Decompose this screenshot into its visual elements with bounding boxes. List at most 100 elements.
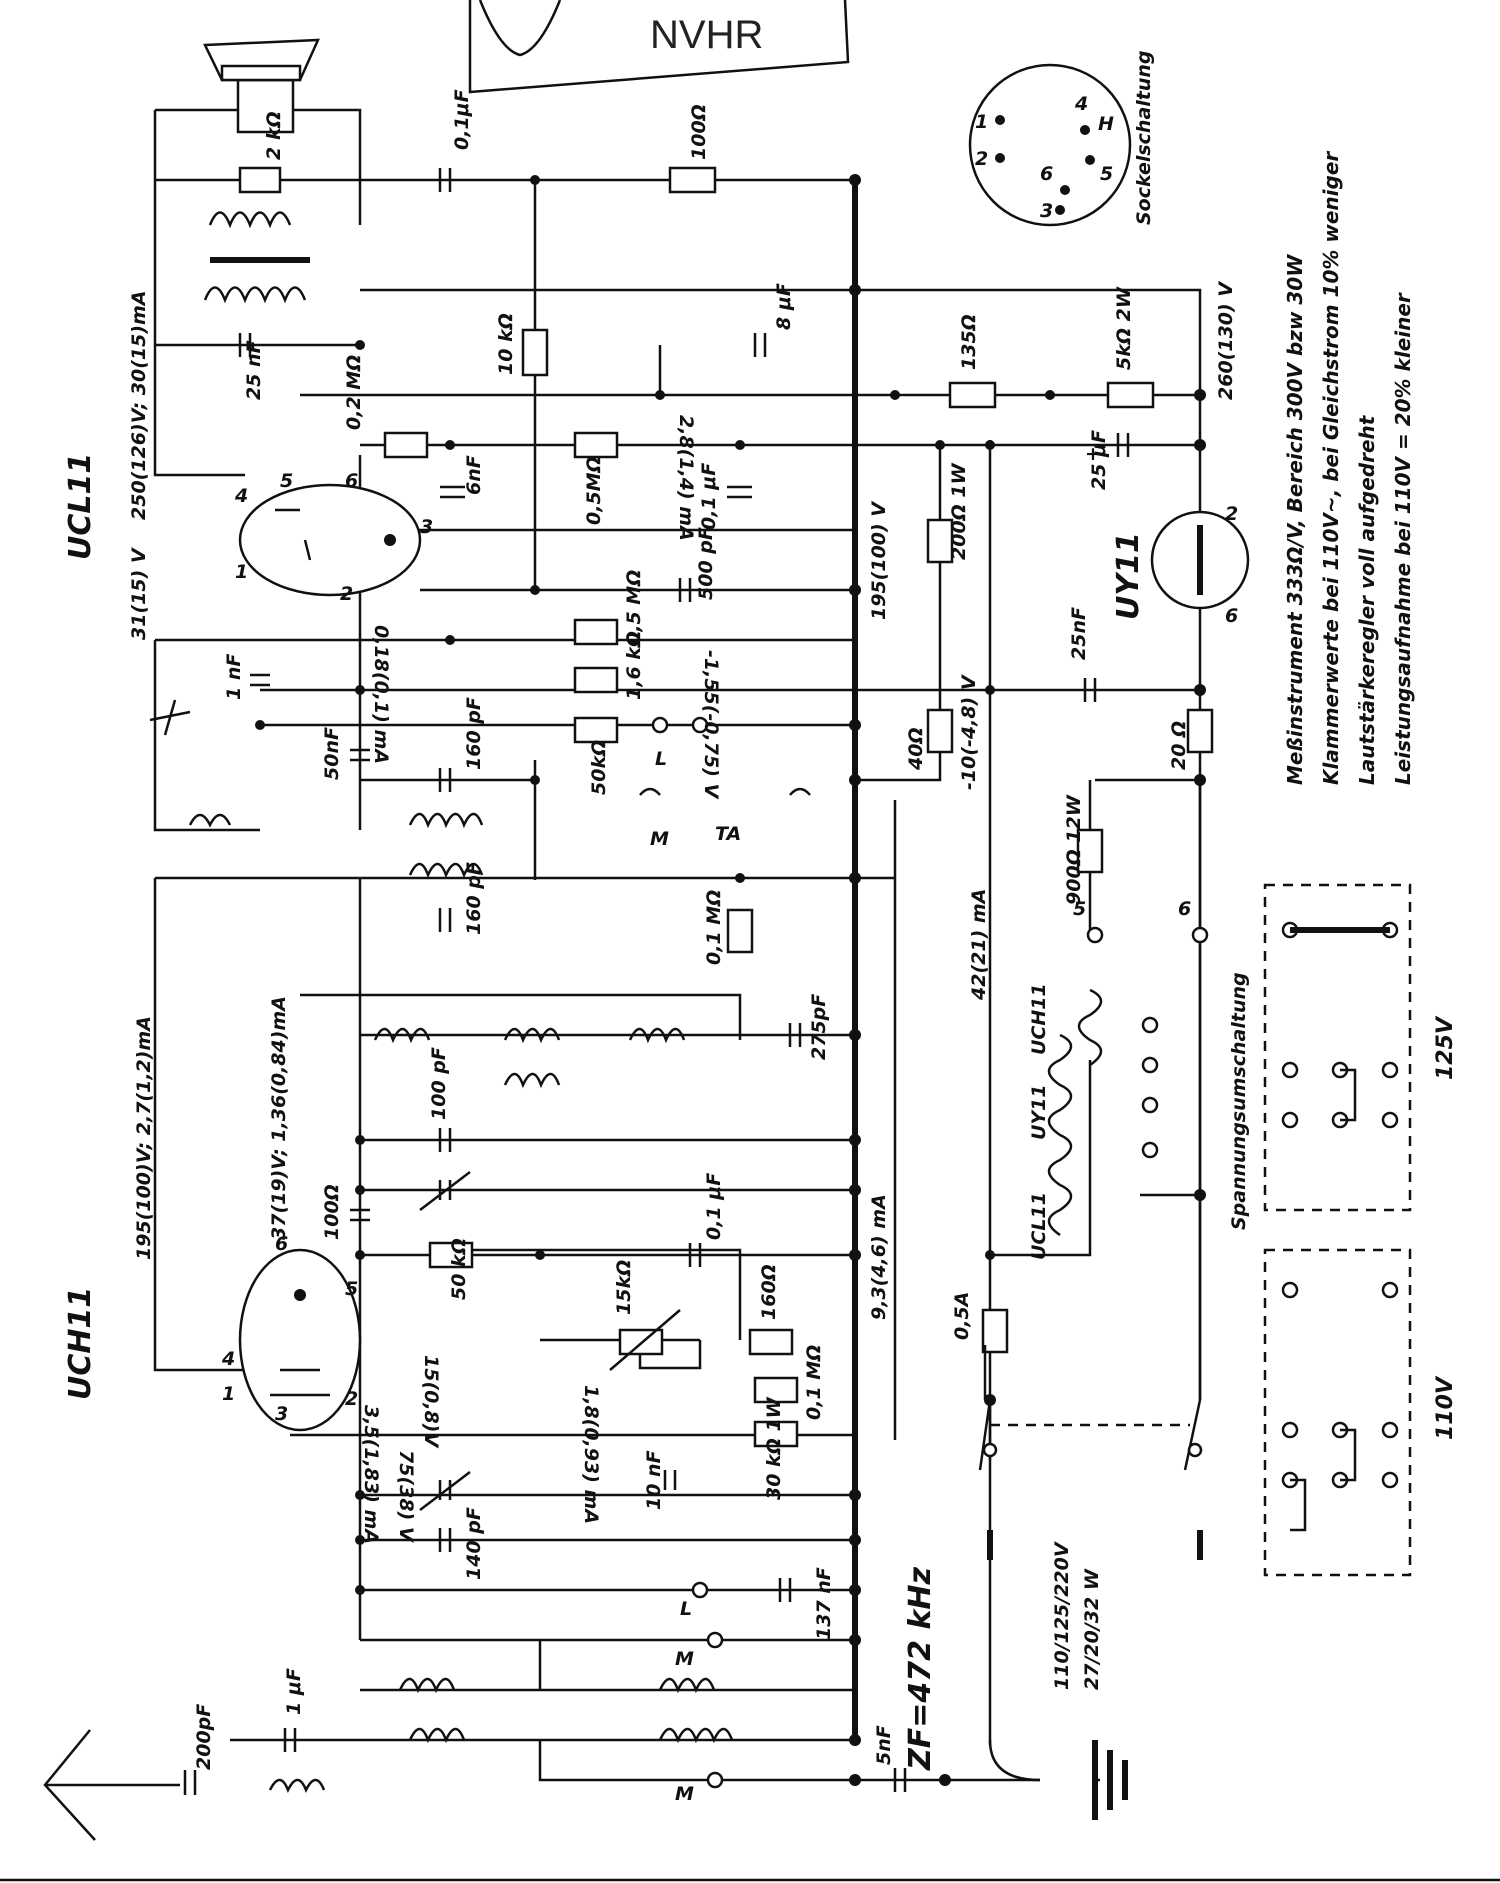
svg-text:160 pF: 160 pF [463,862,485,935]
output-coil-b [203,286,307,304]
svg-text:37(19)V; 1,36(0,84)mA: 37(19)V; 1,36(0,84)mA [268,996,290,1240]
svg-text:195(100)V; 2,7(1,2)mA: 195(100)V; 2,7(1,2)mA [133,1016,155,1260]
resistor-160 [748,1328,794,1356]
svg-text:2,8(1,4) mA: 2,8(1,4) mA [675,415,697,541]
svg-text:900Ω 12W: 900Ω 12W [1063,794,1085,905]
svg-text:25nF: 25nF [1068,607,1090,660]
svg-text:0,1 MΩ: 0,1 MΩ [803,1345,825,1420]
junctions [255,174,1206,1786]
label-110v: 110V [1433,1375,1458,1440]
svg-text:1,6 kΩ: 1,6 kΩ [623,631,645,700]
capacitor-100pF [438,1128,452,1152]
resistor-02M [383,431,429,459]
svg-text:M: M [650,828,669,850]
resistor-2k [238,166,282,194]
svg-text:25 nF: 25 nF [243,340,265,400]
svg-text:5nF: 5nF [873,1725,895,1765]
tube-labels: UCL11 UCH11 UY11 [63,453,1146,1400]
osc-coil-3 [503,1072,561,1089]
resistor-900 [1076,828,1104,874]
svg-text:1: 1 [235,561,248,583]
svg-text:M: M [675,1648,694,1670]
svg-text:UY11: UY11 [1028,1084,1050,1140]
capacitor-160pF-a [438,768,452,792]
svg-text:250(126)V; 30(15)mA: 250(126)V; 30(15)mA [128,290,150,520]
note-volume: Lautstärkeregler voll aufgedreht [1355,414,1379,785]
svg-text:500 pF: 500 pF [695,527,717,600]
antenna [43,1729,180,1841]
ant-coil-1 [398,1677,456,1694]
capacitor-200pF [183,1770,197,1795]
svg-text:0,1 μF: 0,1 μF [698,463,720,530]
svg-text:25 μF: 25 μF [1088,430,1110,490]
svg-text:15kΩ: 15kΩ [613,1260,635,1315]
svg-text:UCH11: UCH11 [1028,983,1050,1055]
svg-text:137 nF: 137 nF [813,1567,835,1640]
capacitor-01uF-top [438,168,452,192]
note-power: Leistungsaufnahme bei 110V = 20% kleiner [1391,292,1415,785]
capacitor-5nF [893,1768,907,1792]
svg-text:1,8(0,93) mA: 1,8(0,93) mA [580,1385,602,1524]
capacitor-1nF [250,673,270,687]
capacitor-25nF-b [1083,678,1097,702]
resistor-50k-a [573,716,619,744]
svg-text:M: M [675,1783,694,1805]
capacitor-8uF [753,333,767,357]
svg-text:2: 2 [1225,503,1238,525]
capacitor-1uF [283,1728,297,1752]
svg-text:10 kΩ: 10 kΩ [495,313,517,375]
svg-text:75(38) V: 75(38) V [395,1450,417,1543]
svg-text:100Ω: 100Ω [688,104,710,160]
svg-text:160Ω: 160Ω [758,1264,780,1320]
svg-text:50nF: 50nF [321,727,343,780]
svg-text:5: 5 [280,470,293,492]
svg-text:+: + [1085,443,1101,465]
resistor-30k [753,1420,799,1448]
capacitor-500pF [678,578,692,602]
svg-text:31(15) V: 31(15) V [128,547,150,640]
capacitors [183,168,1130,1795]
resistor-10k [521,328,549,377]
svg-text:100Ω: 100Ω [321,1184,343,1240]
if-coil-a [408,812,484,829]
component-values: 2 kΩ 0,1μF 100Ω 250(126)V; 30(15)mA 25 n… [128,89,1237,1770]
svg-text:8 μF: 8 μF [773,283,795,330]
svg-text:15(0,8)V: 15(0,8)V [420,1355,442,1448]
resistor-50k-b [428,1241,474,1269]
svg-text:3: 3 [420,516,433,538]
tube-uy11: 2 6 [1150,503,1250,627]
ant-coil-4 [658,1727,734,1744]
svg-text:4: 4 [1074,93,1088,115]
resistor-01M-a [726,908,754,954]
frequency-and-mains: ZF=472 kHz 110/125/220V 27/20/32 W [903,1541,1103,1771]
svg-text:6: 6 [1225,605,1238,627]
uch11-label: UCH11 [63,1287,98,1400]
svg-text:2: 2 [975,148,988,170]
svg-text:275pF: 275pF [808,994,830,1060]
capacitor-25nF [238,333,252,357]
band-switch: L M TA L M M [639,716,811,1805]
capacitor-137nF [778,1578,792,1602]
output-coil-a [208,211,292,229]
svg-text:0,2 MΩ: 0,2 MΩ [343,355,365,430]
svg-text:H: H [1098,113,1114,135]
svg-text:6: 6 [1040,163,1053,185]
capacitor-275pF [788,1023,802,1047]
uy11-label: UY11 [1111,532,1146,620]
svg-text:200pF: 200pF [193,1704,215,1770]
svg-text:50kΩ: 50kΩ [588,740,610,795]
svg-text:6: 6 [1178,898,1191,920]
capacitor-140pF [438,1528,452,1552]
svg-text:160 pF: 160 pF [463,697,485,770]
osc-coil-1 [373,1027,431,1044]
svg-text:5: 5 [345,1278,358,1300]
osc-coil-4 [628,1027,686,1044]
tube-ucl11: 4 5 6 3 2 1 [234,470,433,605]
svg-text:TA: TA [715,823,741,845]
svg-text:5: 5 [1100,163,1113,185]
socket-diagram: Sockelschaltung 1 2 3 4 5 6 H [968,50,1155,227]
svg-text:50 kΩ: 50 kΩ [448,1238,470,1300]
nvhr-stamp: NVHR [468,0,850,94]
capacitor-100 [350,1208,370,1222]
